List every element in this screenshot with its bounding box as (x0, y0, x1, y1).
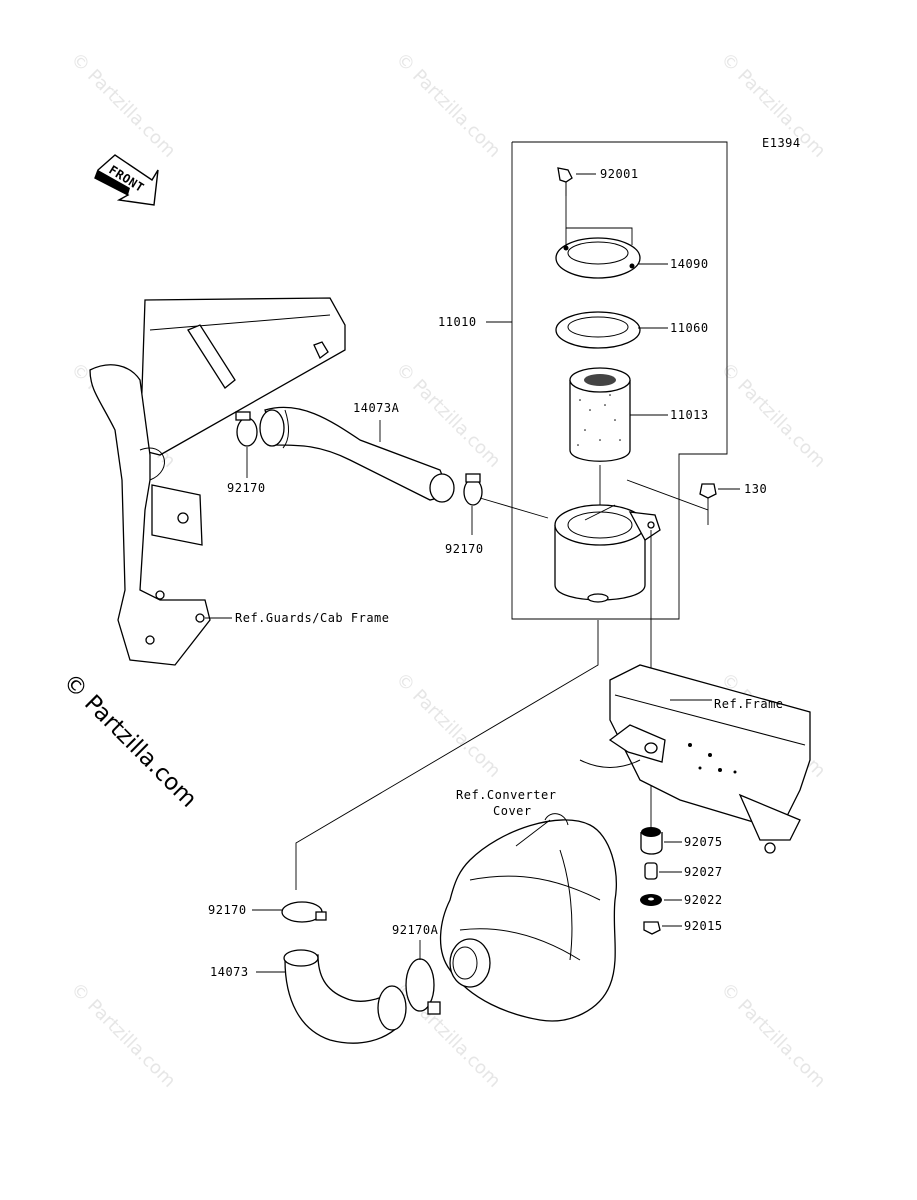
cover-plate-14090 (555, 237, 641, 279)
nut-92015 (643, 921, 661, 935)
part-11010: 11010 (438, 315, 477, 329)
part-11013: 11013 (670, 408, 709, 422)
assembly-bracket (486, 141, 728, 620)
watermark: © Partzilla.com (391, 669, 504, 782)
watermark: © Partzilla.com (391, 359, 504, 472)
part-92027: 92027 (684, 865, 723, 879)
part-14073: 14073 (210, 965, 249, 979)
partzilla-watermark: © Partzilla.com (58, 669, 202, 813)
frame (579, 664, 811, 854)
part-14090: 14090 (670, 257, 709, 271)
part-92001: 92001 (600, 167, 639, 181)
diagram-code: E1394 (762, 136, 801, 150)
clamp-92170-mid (463, 473, 483, 506)
gasket-11060 (555, 311, 641, 349)
ref-frame: Ref.Frame (714, 697, 784, 711)
watermark: © Partzilla.com (66, 49, 179, 162)
part-11060: 11060 (670, 321, 709, 335)
clamp-92170a (405, 958, 441, 1015)
clamp-92170-lower (281, 901, 327, 923)
ref-converter-line1: Ref.Converter (456, 788, 556, 802)
washer-92022 (640, 894, 662, 906)
filter-element-11013 (569, 367, 631, 462)
part-92170-left: 92170 (227, 481, 266, 495)
watermark: © Partzilla.com (716, 979, 829, 1092)
clamp-92170-left (235, 411, 258, 447)
watermark: © Partzilla.com (716, 359, 829, 472)
converter-cover (439, 813, 617, 1022)
ref-guards-cab-frame: Ref.Guards/Cab Frame (235, 611, 390, 625)
ref-converter-line2: Cover (493, 804, 532, 818)
part-92015: 92015 (684, 919, 723, 933)
part-92170-lower: 92170 (208, 903, 247, 917)
part-92022: 92022 (684, 893, 723, 907)
watermark: © Partzilla.com (66, 979, 179, 1092)
guards-cab-frame (89, 297, 346, 666)
wing-bolt-92001 (557, 167, 573, 196)
collar-92027 (644, 862, 658, 880)
grommet-92075 (640, 827, 663, 855)
hose-14073 (283, 949, 407, 1044)
part-92075: 92075 (684, 835, 723, 849)
part-92170a: 92170A (392, 923, 439, 937)
part-130: 130 (744, 482, 767, 496)
part-92170-mid: 92170 (445, 542, 484, 556)
bolt-130 (699, 483, 717, 499)
part-14073a: 14073A (353, 401, 400, 415)
hose-14073a (259, 406, 455, 503)
watermark: © Partzilla.com (391, 49, 504, 162)
front-arrow-icon: FRONT (94, 154, 159, 206)
air-cleaner-housing (554, 465, 661, 603)
